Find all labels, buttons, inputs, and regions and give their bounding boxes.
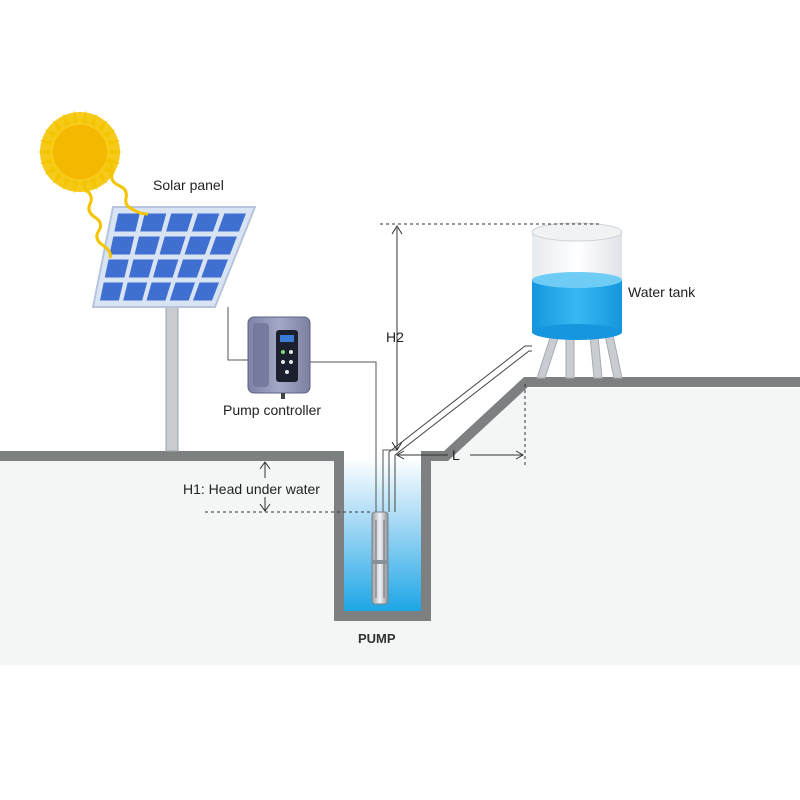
solar-cell [123,282,148,301]
pump-label: PUMP [358,631,396,646]
h1-dimension [205,461,370,513]
solar-cell [169,282,196,301]
sun-ray [44,165,57,175]
sun-ray [73,181,79,194]
solar-cell [109,236,135,255]
h2-dimension [380,223,600,451]
solar-cell [159,236,186,255]
water-tank-icon [531,222,623,340]
sun-ray [44,129,57,139]
sun-ray [52,120,63,132]
solar-cell [184,236,212,255]
sun-ray [62,178,71,191]
pump-controller-label: Pump controller [223,402,321,418]
solar-cell [104,259,129,278]
sun-ray [109,149,122,155]
solar-cell [192,213,220,232]
solar-cell [209,236,237,255]
pump-controller-icon [247,316,311,399]
sun-ray [39,140,53,147]
solar-cell [217,213,246,232]
solar-cell [99,282,124,301]
h1-label: H1: Head under water [183,481,320,497]
tank-legs [536,334,623,379]
solar-cell [201,259,228,278]
solar-cell [153,259,179,278]
l-label: L [452,447,460,463]
sun-ray [73,110,79,123]
sun-ray [62,113,71,126]
sun-ray [97,172,108,184]
h2-label: H2 [386,329,404,345]
sun-icon [38,110,149,259]
sun-ray [107,157,121,164]
delivery-pipe [388,345,532,512]
solar-cell [193,282,219,301]
ground-line [0,377,800,621]
solar-cell [140,213,167,232]
sun-ray [89,178,98,191]
water-tank-label: Water tank [628,284,696,300]
solar-cell [177,259,204,278]
soil [0,388,800,665]
solar-cell [128,259,154,278]
l-dimension [395,384,526,465]
sun-ray [38,149,51,155]
solar-panel-icon [91,206,257,308]
sun-ray [52,172,63,184]
sun-ray [103,129,116,139]
solar-panel-label: Solar panel [153,177,224,193]
sun-ray [39,157,53,164]
solar-cell [134,236,160,255]
sun-ray [81,181,87,194]
sun-ray [97,120,108,132]
solar-cell [114,213,140,232]
sun-ray [89,113,98,126]
panel-pole [165,304,179,452]
sun-ray [81,110,87,123]
solar-cell [146,282,172,301]
solar-cell [166,213,193,232]
pump-icon [371,511,389,605]
sun-ray [107,140,121,147]
